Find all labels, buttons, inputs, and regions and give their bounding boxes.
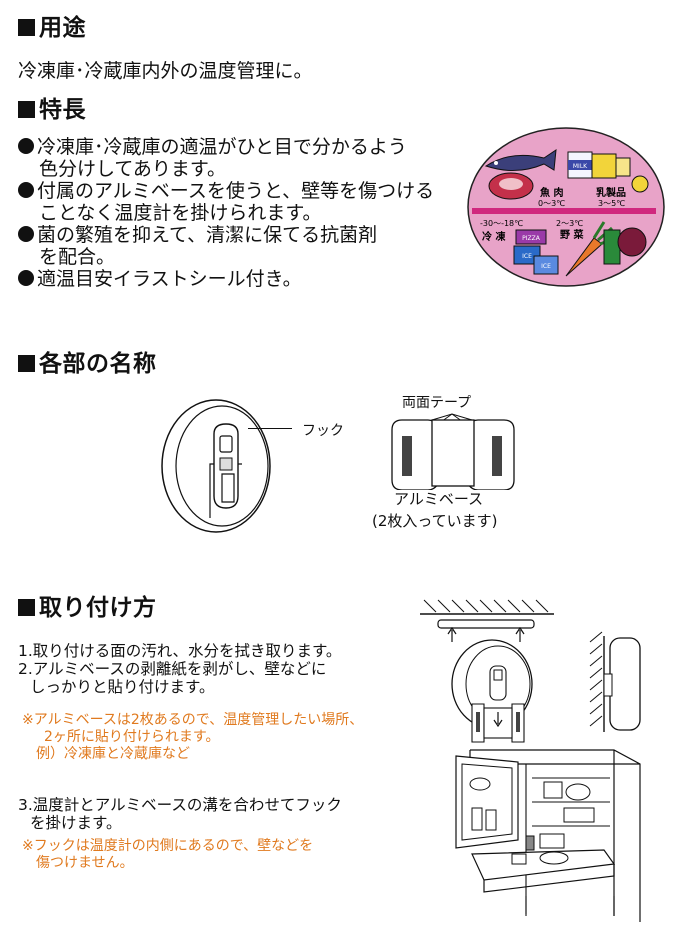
frozen-range: -30～-18℃	[480, 219, 523, 228]
feature-item: 菌の繁殖を抑えて、清潔に保てる抗菌剤	[18, 224, 434, 246]
feature-item: 付属のアルミベースを使うと、壁等を傷つける	[18, 180, 434, 202]
frozen-food-icon: PIZZA ICE ICE	[513, 229, 559, 275]
step-item: 1.取り付ける面の汚れ、水分を拭き取ります。	[18, 642, 342, 660]
step-item-cont: しっかりと貼り付けます。	[30, 678, 215, 696]
wall-side-view	[589, 631, 641, 732]
aluminum-base-label: アルミベース	[394, 490, 484, 508]
arrow-up-icon	[447, 626, 457, 642]
step-item: 3.温度計とアルミベースの溝を合わせてフック	[18, 796, 342, 814]
thermometer-in-fridge	[525, 835, 535, 851]
feature-item-cont: 色分けしてあります。	[39, 158, 226, 180]
square-bullet-icon	[18, 355, 35, 372]
veg-label: 野 菜	[560, 228, 584, 241]
step-item: 2.アルミベースの剥離紙を剥がし、壁などに	[18, 660, 327, 678]
arrow-down-icon	[493, 712, 503, 728]
dairy-label: 乳製品	[596, 186, 626, 199]
thermometer-back-diagram	[161, 399, 271, 533]
usage-heading: 用途	[18, 8, 86, 42]
bullet-icon	[18, 226, 34, 242]
hook-icon	[209, 423, 242, 518]
hook-label: フック	[302, 423, 344, 439]
features-title: 特長	[39, 97, 86, 123]
pizza-label: PIZZA	[522, 235, 541, 242]
fish-icon	[484, 148, 557, 171]
fish-meat-label: 魚 肉	[540, 186, 563, 199]
milk-label: MILK	[573, 163, 588, 170]
temperature-band	[472, 208, 656, 214]
milk-carton-icon: MILK	[567, 151, 593, 179]
veg-range: 2～3℃	[556, 219, 583, 228]
feature-item: 適温目安イラストシール付き。	[18, 268, 434, 290]
fish-meat-range: 0～3℃	[538, 199, 565, 208]
base-plate	[437, 619, 535, 629]
install-steps-1: 1.取り付ける面の汚れ、水分を拭き取ります。 2.アルミベースの剥離紙を剥がし、…	[18, 642, 341, 696]
cheese-icon	[591, 153, 631, 179]
refrigerator-illustration	[455, 749, 641, 922]
bullet-icon	[18, 182, 34, 198]
thermometer-attaching	[451, 639, 533, 743]
feature-item: 冷凍庫･冷蔵庫の適温がひと目で分かるよう	[18, 136, 434, 158]
aluminum-base-note: (2枚入っています)	[372, 512, 498, 530]
square-bullet-icon	[18, 19, 35, 36]
features-heading: 特長	[18, 90, 86, 124]
frozen-label: 冷 凍	[482, 230, 506, 243]
double-sided-tape-label: 両面テープ	[402, 395, 472, 411]
step-item-cont: を掛けます。	[30, 814, 122, 832]
parts-heading: 各部の名称	[18, 344, 157, 378]
bullet-icon	[18, 138, 34, 154]
ceiling-surface	[420, 599, 554, 615]
install-steps-2: 3.温度計とアルミベースの溝を合わせてフック を掛けます。	[18, 796, 342, 832]
parts-title: 各部の名称	[39, 351, 157, 377]
aluminum-base-diagram	[391, 413, 515, 490]
installation-diagram	[420, 599, 641, 922]
ice-label-1: ICE	[522, 253, 532, 260]
square-bullet-icon	[18, 599, 35, 616]
features-list: 冷凍庫･冷蔵庫の適温がひと目で分かるよう 色分けしてあります。 付属のアルミベー…	[18, 136, 434, 290]
feature-item-cont: ことなく温度計を掛けられます。	[39, 202, 322, 224]
feature-item-cont: を配合。	[39, 246, 116, 268]
bullet-icon	[18, 270, 34, 286]
vegetables-icon	[565, 175, 649, 277]
usage-title: 用途	[39, 15, 86, 41]
temperature-sticker-illustration: MILK 魚 肉 0～3℃ 乳製品 3～5℃ -30～-18℃ 冷 凍 2～3℃…	[467, 127, 665, 287]
meat-icon	[488, 172, 534, 200]
usage-text: 冷凍庫･冷蔵庫内外の温度管理に。	[18, 60, 313, 82]
arrow-up-icon	[515, 626, 525, 642]
install-note-1: ※アルミベースは2枚あるので、温度管理したい場所、 2ヶ所に貼り付けられます。 …	[22, 712, 364, 762]
ice-label-2: ICE	[541, 263, 551, 270]
tape-strip-left	[402, 436, 412, 476]
hook-leader-line	[248, 428, 292, 429]
install-heading: 取り付け方	[18, 588, 157, 622]
square-bullet-icon	[18, 101, 35, 118]
install-note-2: ※フックは温度計の内側にあるので、壁などを 傷つけません。	[22, 838, 314, 871]
dairy-range: 3～5℃	[598, 199, 625, 208]
install-title: 取り付け方	[39, 595, 157, 621]
tape-strip-right	[492, 436, 502, 476]
